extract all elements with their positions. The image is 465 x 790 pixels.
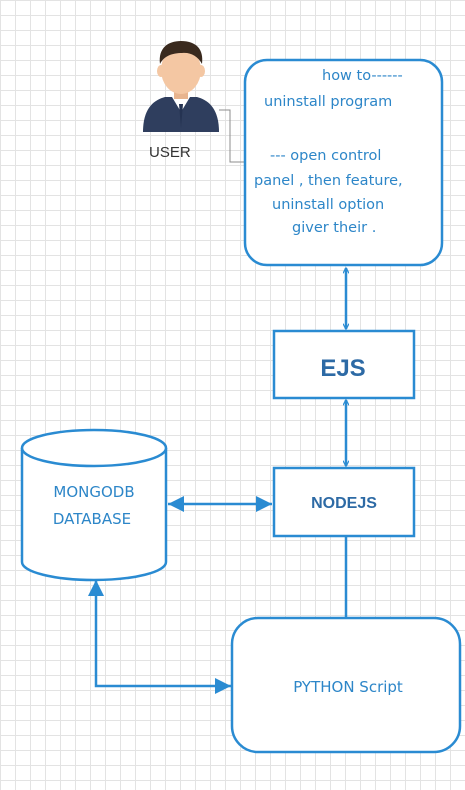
message-line-7: giver their . [292,220,376,236]
ejs-label: EJS [320,355,365,382]
message-line-6: uninstall option [272,197,384,213]
ejs-box [272,329,416,400]
arrow-db-python [88,580,231,694]
user-icon [143,41,219,132]
message-line-1: how to------ [322,68,403,84]
python-script-box [230,616,462,754]
message-line-4: --- open control [270,148,381,164]
user-connector [219,109,246,163]
message-text: how to------ uninstall program --- open … [254,68,403,236]
database-label-line-1: MONGODB [53,483,134,501]
python-script-label: PYTHON Script [293,678,403,696]
database-label-line-2: DATABASE [53,510,131,528]
message-line-2: uninstall program [264,94,392,110]
message-bubble [243,58,444,267]
nodejs-label: NODEJS [311,495,377,512]
user-label: USER [149,144,191,161]
mongodb-cylinder [20,428,168,582]
message-line-5: panel , then feature, [254,173,403,189]
nodejs-box [272,466,416,538]
